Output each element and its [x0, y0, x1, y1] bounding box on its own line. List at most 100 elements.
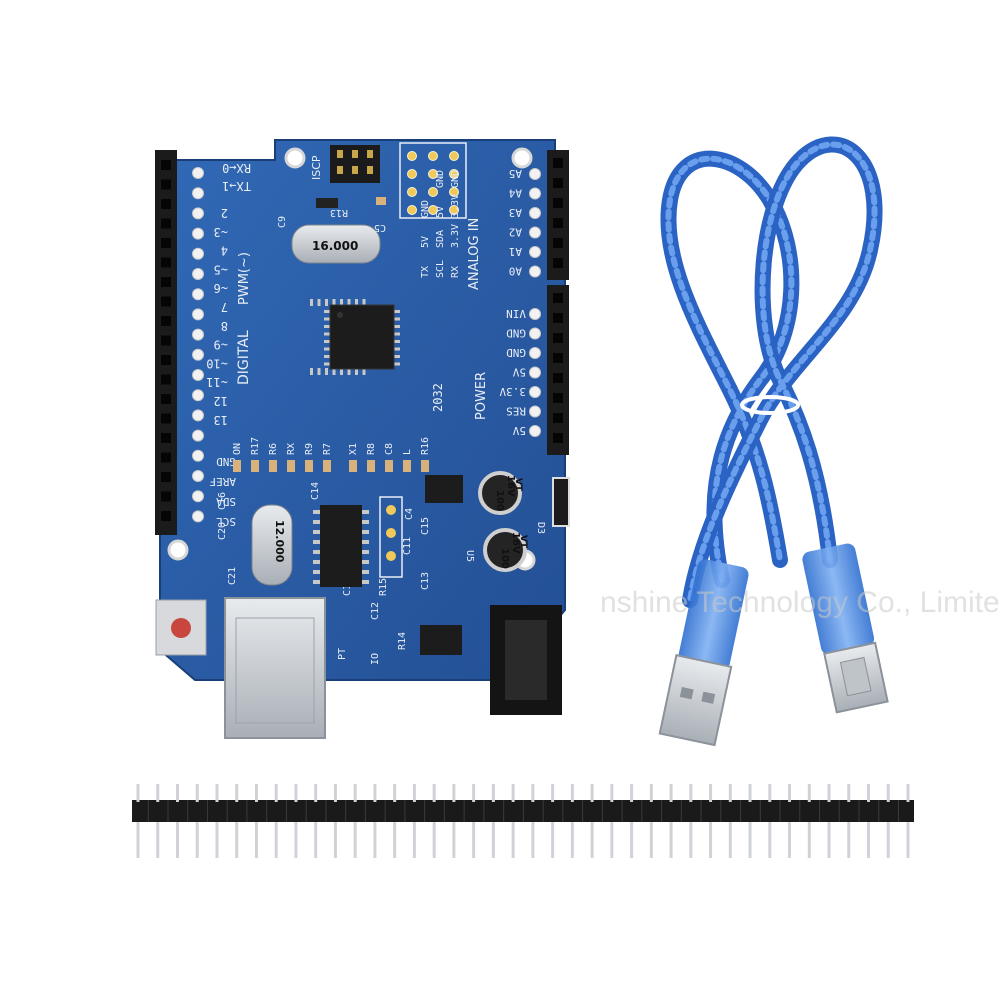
icsp-block-label: GND	[435, 170, 446, 188]
header-pin	[768, 822, 772, 858]
usb-cable	[660, 136, 883, 608]
header-hole	[161, 335, 171, 346]
header-pin	[689, 784, 693, 802]
rx-arrow-label: RX←0	[222, 161, 251, 175]
header-pin	[807, 784, 811, 802]
header-pin	[630, 822, 634, 858]
header-pin	[274, 784, 278, 802]
pin-pad	[529, 425, 541, 437]
header-hole	[553, 313, 563, 323]
smd-part	[367, 460, 375, 472]
header-hole	[161, 277, 171, 287]
header-pin	[649, 784, 653, 802]
power-header	[547, 285, 569, 455]
power-pin-label: GND	[506, 346, 526, 359]
pin-pad	[192, 409, 204, 422]
header-pin	[235, 784, 239, 802]
header-pin	[768, 784, 772, 802]
header-hole	[553, 238, 563, 248]
header-hole	[161, 179, 171, 190]
header-pin	[412, 784, 416, 802]
header-pin	[551, 784, 555, 802]
header-hole	[161, 433, 171, 443]
pin-pad	[529, 207, 541, 219]
digital-pin-label: ~10	[206, 356, 228, 370]
svg-text:16V: 16V	[505, 475, 516, 497]
diode-d3	[552, 477, 570, 527]
header-pin	[610, 822, 614, 858]
analog-pin-label: A2	[509, 226, 522, 239]
header-hole	[553, 373, 563, 383]
pin-pad	[192, 207, 204, 220]
header-pin	[353, 784, 357, 802]
left-pin-label: SDA	[216, 495, 236, 508]
icsp-block-label: 5V	[435, 206, 446, 218]
header-pin	[669, 822, 673, 858]
pin-pad	[529, 226, 541, 239]
component-label: R6	[268, 443, 279, 455]
component-label: C16	[217, 492, 228, 510]
component-label: ON	[232, 443, 243, 455]
header-pin	[472, 822, 476, 858]
smd-part	[305, 460, 313, 472]
usb-b-plug	[802, 543, 889, 714]
icsp-block-label: 3.3V	[450, 194, 461, 218]
header-hole	[161, 491, 171, 502]
header-pin	[906, 784, 910, 802]
left-pin-label: SCL	[216, 515, 236, 528]
regulator-small	[420, 625, 462, 655]
header-pin	[748, 784, 752, 802]
smd-part	[287, 460, 295, 472]
pin-pad	[192, 490, 204, 503]
grid-pad	[428, 187, 438, 197]
mounting-hole	[284, 147, 306, 169]
icsp-pin	[337, 166, 343, 174]
c5-label: C5	[374, 222, 386, 233]
usb-serial-chip	[313, 505, 369, 587]
pin-pad	[192, 369, 204, 381]
component-label: C11	[402, 537, 413, 555]
dc-power-jack	[490, 605, 562, 715]
digital-pin-label: 8	[221, 319, 228, 333]
header-pin	[412, 822, 416, 858]
x1-pad-block	[379, 496, 403, 578]
header-hole	[161, 160, 171, 170]
icsp-pin	[352, 166, 358, 174]
header-pin	[294, 822, 298, 858]
header-pin	[136, 822, 140, 858]
pin-pad	[192, 449, 204, 462]
grid-pad	[449, 187, 459, 197]
pin-pad	[192, 328, 204, 341]
header-hole	[161, 511, 171, 521]
header-pin	[551, 822, 555, 858]
header-pin	[136, 784, 140, 802]
microcontroller	[310, 299, 400, 375]
pin-pad	[192, 187, 204, 200]
right-header-holes	[553, 158, 563, 443]
cable-tie	[740, 395, 800, 415]
component-label: C1	[342, 584, 353, 596]
crystal-16mhz	[291, 224, 381, 264]
usb-b-socket	[224, 597, 326, 739]
power-pin-label: GND	[506, 327, 526, 340]
mounting-hole	[167, 539, 189, 561]
reset-button[interactable]	[155, 599, 207, 656]
smd-part	[403, 460, 411, 472]
grid-pad	[428, 169, 438, 179]
header-hole	[161, 374, 171, 385]
pin-pad	[529, 386, 541, 398]
header-hole	[553, 178, 563, 188]
male-pin-header-strip	[132, 784, 914, 858]
header-pin	[195, 784, 199, 802]
header-pin	[847, 784, 851, 802]
crystal-12mhz	[251, 504, 293, 586]
digital-pin-label: 12	[214, 394, 228, 408]
header-pin	[333, 822, 337, 858]
component-label: C12	[370, 602, 381, 620]
header-pin	[274, 822, 278, 858]
component-label: X1	[348, 443, 359, 455]
header-pin	[886, 822, 890, 858]
